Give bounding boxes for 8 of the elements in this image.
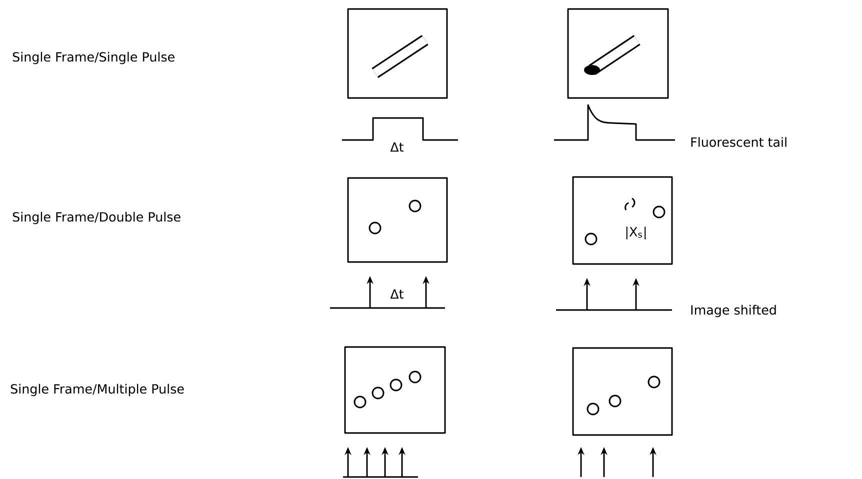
annotation: Image shifted (691, 304, 776, 318)
shift-label: |X$_{s}$| (626, 226, 646, 240)
annotation: Fluorescent tail (691, 137, 786, 147)
pulse-label: Δt (390, 142, 404, 152)
row-label: Single Frame/Double Pulse (12, 212, 180, 224)
pulse-label: Δt (390, 289, 404, 299)
row-label: Single Frame/Multiple Pulse (10, 384, 184, 396)
row-label: Single Frame/Single Pulse (12, 52, 174, 64)
